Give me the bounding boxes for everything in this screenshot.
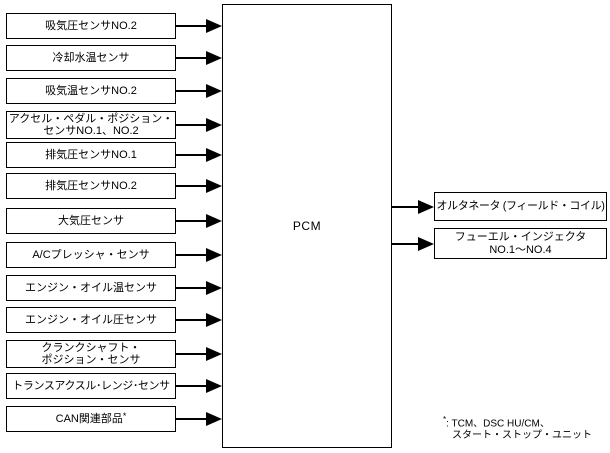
input-label: アクセル・ペダル・ポジション・ センサNO.1、NO.2 (8, 112, 174, 138)
pcm-label: PCM (292, 218, 322, 233)
input-label: A/Cプレッシャ・センサ (32, 248, 150, 261)
output-label: フューエル・インジェクタ NO.1～NO.4 (454, 231, 587, 256)
arrow-line (176, 418, 209, 420)
footnote: *: TCM、DSC HU/CM、 スタート・ストップ・ユニット (443, 414, 592, 441)
input-label: エンジン・オイル圧センサ (25, 313, 157, 326)
input-box-exhaust-pressure-sensor-no1: 排気圧センサNO.1 (6, 142, 176, 168)
footnote-line1: *: TCM、DSC HU/CM、 (443, 414, 592, 430)
input-arrow-2 (176, 51, 222, 65)
input-label: 吸気圧センサNO.2 (45, 19, 137, 32)
arrow-head (206, 51, 222, 65)
arrow-head (206, 214, 222, 228)
input-box-can-related-parts: CAN関連部品* (6, 406, 176, 432)
input-arrow-11 (176, 347, 222, 361)
arrow-line (392, 243, 421, 245)
input-label: トランスアクスル･レンジ･センサ (12, 379, 170, 392)
input-box-crankshaft-position-sensor: クランクシャフト・ ポジション・センサ (6, 340, 176, 368)
arrow-head (206, 313, 222, 327)
input-arrow-5 (176, 148, 222, 162)
input-arrow-3 (176, 84, 222, 98)
input-arrow-12 (176, 379, 222, 393)
arrow-head (206, 379, 222, 393)
input-box-exhaust-pressure-sensor-no2: 排気圧センサNO.2 (6, 173, 176, 199)
arrow-head (206, 19, 222, 33)
arrow-line (176, 254, 209, 256)
asterisk-marker: * (122, 410, 127, 421)
pcm-box: PCM (222, 4, 392, 448)
input-label: 大気圧センサ (58, 214, 124, 227)
arrow-head (206, 347, 222, 361)
input-label: エンジン・オイル温センサ (25, 281, 157, 294)
input-box-ac-pressure-sensor: A/Cプレッシャ・センサ (6, 242, 176, 268)
arrow-line (176, 385, 209, 387)
arrow-line (176, 319, 209, 321)
input-arrow-8 (176, 248, 222, 262)
input-box-intake-pressure-sensor-no2: 吸気圧センサNO.2 (6, 13, 176, 39)
arrow-line (176, 154, 209, 156)
arrow-line (176, 57, 209, 59)
input-label: 冷却水温センサ (52, 51, 130, 64)
input-arrow-6 (176, 179, 222, 193)
arrow-line (176, 25, 209, 27)
output-arrow-1 (392, 200, 434, 214)
asterisk-marker: * (443, 415, 447, 424)
input-label: 排気圧センサNO.2 (45, 179, 137, 192)
arrow-line (176, 220, 209, 222)
output-arrow-2 (392, 237, 434, 251)
arrow-line (176, 353, 209, 355)
arrow-head (418, 237, 434, 251)
input-label: 吸気温センサNO.2 (45, 84, 137, 97)
arrow-head (418, 200, 434, 214)
input-arrow-7 (176, 214, 222, 228)
arrow-head (206, 179, 222, 193)
arrow-line (176, 90, 209, 92)
input-label: CAN関連部品 (55, 412, 123, 425)
output-box-alternator-field-coil: オルタネータ (フィールド・コイル) (434, 192, 607, 221)
arrow-head (206, 84, 222, 98)
input-arrow-4 (176, 118, 222, 132)
arrow-head (206, 248, 222, 262)
input-arrow-9 (176, 281, 222, 295)
arrow-head (206, 118, 222, 132)
input-arrow-1 (176, 19, 222, 33)
output-label: オルタネータ (フィールド・コイル) (436, 200, 605, 213)
input-arrow-10 (176, 313, 222, 327)
input-box-engine-oil-pressure-sensor: エンジン・オイル圧センサ (6, 307, 176, 333)
input-label: 排気圧センサNO.1 (45, 148, 137, 161)
arrow-line (176, 185, 209, 187)
arrow-line (176, 287, 209, 289)
input-box-engine-oil-temp-sensor: エンジン・オイル温センサ (6, 275, 176, 301)
input-box-accelerator-pedal-position-sensor: アクセル・ペダル・ポジション・ センサNO.1、NO.2 (6, 111, 176, 139)
input-box-transaxle-range-sensor: トランスアクスル･レンジ･センサ (6, 373, 176, 399)
arrow-line (176, 124, 209, 126)
footnote-line2: スタート・ストップ・ユニット (452, 429, 592, 441)
input-box-intake-air-temp-sensor-no2: 吸気温センサNO.2 (6, 78, 176, 104)
input-box-coolant-temp-sensor: 冷却水温センサ (6, 45, 176, 71)
input-box-barometric-pressure-sensor: 大気圧センサ (6, 208, 176, 234)
footnote-text: : TCM、DSC HU/CM、 (446, 418, 550, 430)
arrow-line (392, 206, 421, 208)
input-label: クランクシャフト・ ポジション・センサ (41, 341, 141, 367)
arrow-head (206, 281, 222, 295)
output-box-fuel-injector-no1-no4: フューエル・インジェクタ NO.1～NO.4 (434, 228, 607, 259)
arrow-head (206, 148, 222, 162)
input-arrow-13 (176, 412, 222, 426)
arrow-head (206, 412, 222, 426)
